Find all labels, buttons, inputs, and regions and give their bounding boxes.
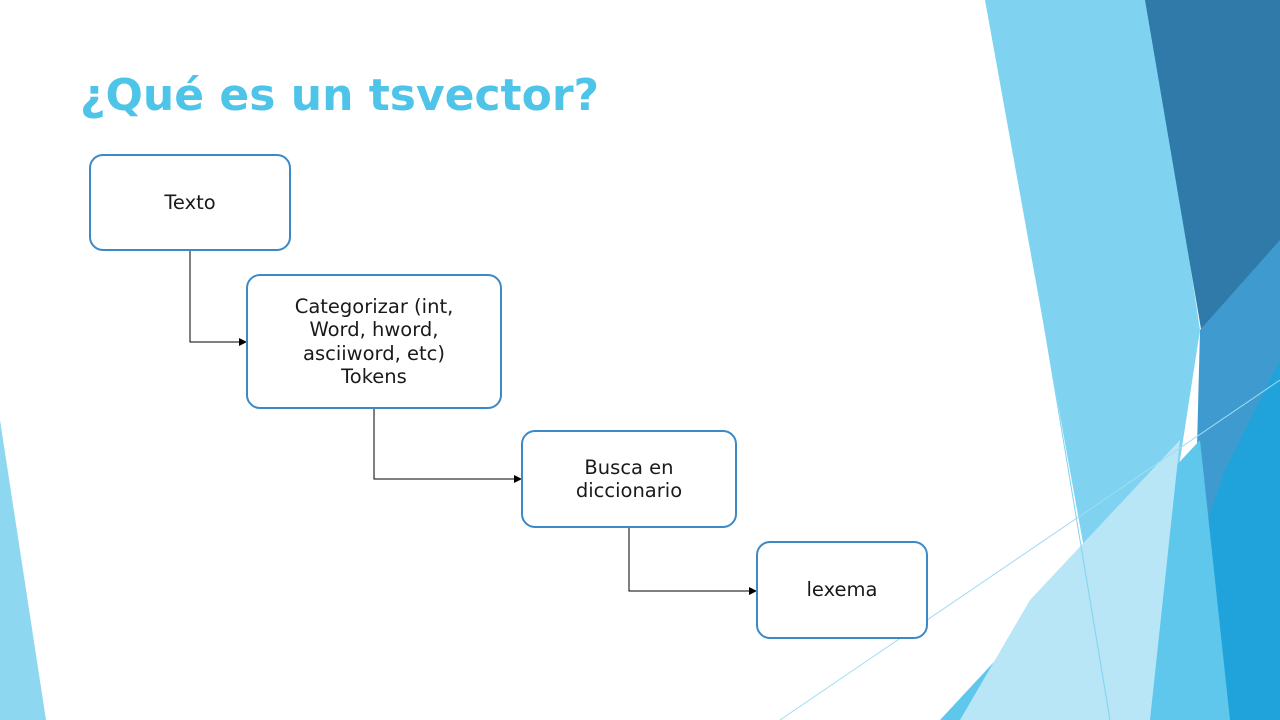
slide-title: ¿Qué es un tsvector?: [80, 70, 600, 121]
left-accent-shape: [0, 420, 46, 720]
bottom-pale-shard: [960, 440, 1180, 720]
node-lexema: lexema: [756, 541, 928, 639]
thin-line-2: [779, 379, 1280, 720]
thin-line-1: [989, 0, 1111, 720]
node-busca-en-diccionario: Busca en diccionario: [521, 430, 737, 528]
node-categorizar-tokens: Categorizar (int, Word, hword, asciiword…: [246, 274, 502, 409]
node-texto: Texto: [89, 154, 291, 251]
